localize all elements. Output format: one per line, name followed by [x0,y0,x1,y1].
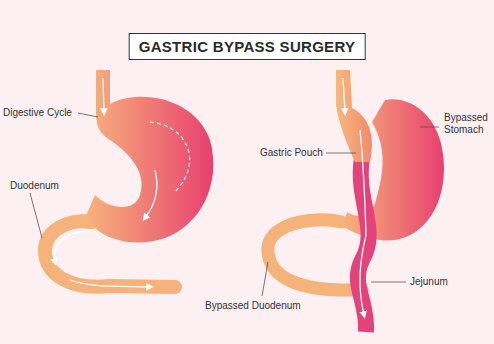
part-label: Bypassed Stomach [444,112,490,136]
part-label: Gastric Pouch [260,147,323,159]
part-label: Jejunum [410,276,448,288]
part-label: Duodenum [10,180,59,192]
diagram-title: GASTRIC BYPASS SURGERY [139,38,356,55]
part-label: Digestive Cycle [3,107,72,119]
title-box: GASTRIC BYPASS SURGERY [129,33,366,60]
part-label: Bypassed Duodenum [205,300,301,312]
